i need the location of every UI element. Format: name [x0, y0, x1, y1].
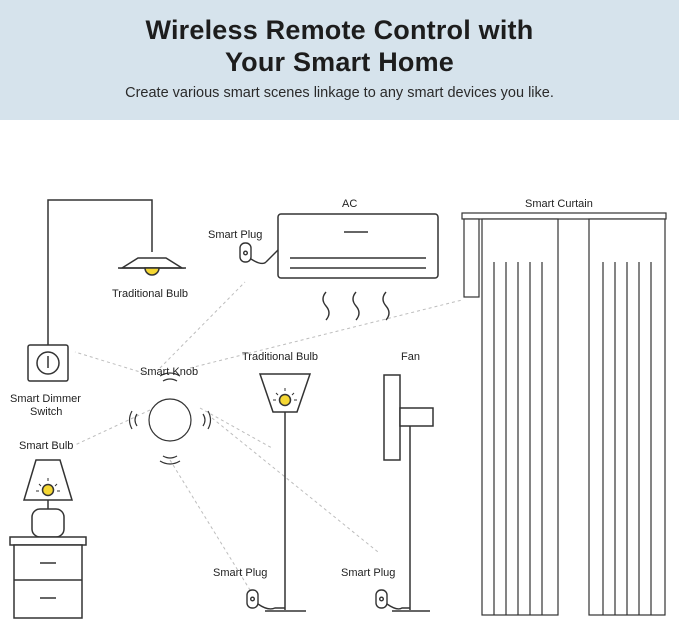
label-smart-dimmer-2: Switch [30, 406, 63, 418]
link-to-lamp-plug [169, 459, 251, 591]
pendant-traditional-bulb [47, 199, 186, 345]
ac-unit [277, 213, 439, 321]
link-to-ac-plug [159, 281, 246, 369]
link-to-fan-plug [211, 417, 379, 553]
link-to-curtain [189, 299, 463, 369]
floor-lamp [258, 373, 312, 612]
subtitle: Create various smart scenes linkage to a… [125, 85, 554, 101]
link-to-floor-lamp [199, 407, 273, 449]
label-traditional-bulb-center: Traditional Bulb [242, 351, 319, 363]
smart-plug-ac [239, 242, 281, 265]
label-smart-plug-bottom-right: Smart Plug [341, 567, 396, 579]
smart-plug-fan [375, 589, 410, 610]
label-ac: AC [342, 198, 358, 210]
title-line-2: Your Smart Home [224, 47, 455, 77]
fan [383, 374, 434, 612]
link-to-smart-bulb [74, 409, 151, 446]
smart-curtain [461, 212, 667, 616]
label-fan: Fan [401, 351, 420, 363]
smart-home-diagram [9, 199, 667, 619]
link-to-dimmer [74, 351, 151, 376]
header-banner: Wireless Remote Control with Your Smart … [0, 0, 679, 120]
wireless-links [74, 281, 463, 591]
smart-plug-lamp [246, 589, 285, 610]
smart-bulb-lamp [9, 459, 87, 619]
smart-dimmer-switch [27, 344, 69, 382]
smart-knob [128, 372, 212, 465]
label-smart-curtain: Smart Curtain [525, 198, 593, 210]
label-smart-knob: Smart Knob [140, 366, 199, 378]
label-smart-bulb: Smart Bulb [19, 440, 74, 452]
label-smart-dimmer-1: Smart Dimmer [10, 393, 81, 405]
label-traditional-bulb-left: Traditional Bulb [112, 288, 189, 300]
title-line-1: Wireless Remote Control with [145, 15, 534, 45]
label-smart-plug-top: Smart Plug [208, 229, 263, 241]
label-smart-plug-bottom-left: Smart Plug [213, 567, 268, 579]
